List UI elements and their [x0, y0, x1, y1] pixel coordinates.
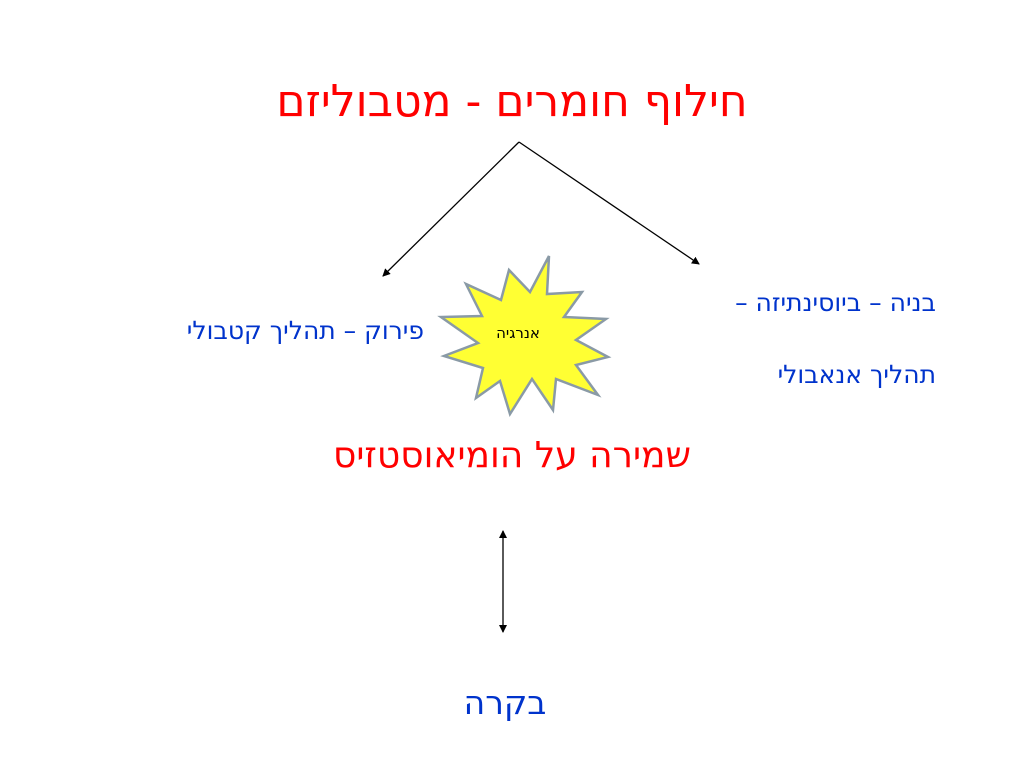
energy-label: אנרגיה [496, 324, 540, 342]
anabolic-label-line1: בניה – ביוסינתיזה – [735, 288, 936, 317]
arrow-to-catabolic [382, 141, 520, 277]
diagram-title: חילוף חומרים - מטבוליזם [276, 76, 748, 127]
control-label: בקרה [463, 683, 547, 722]
homeostasis-heading: שמירה על הומיאוסטזיס [332, 435, 691, 476]
starburst-shape [437, 255, 612, 417]
catabolic-label: פירוק – תהליך קטבולי [186, 316, 424, 345]
arrow-to-anabolic [518, 141, 700, 265]
anabolic-label-line2: תהליך אנאבולי [777, 360, 936, 389]
energy-starburst: אנרגיה [437, 255, 612, 417]
